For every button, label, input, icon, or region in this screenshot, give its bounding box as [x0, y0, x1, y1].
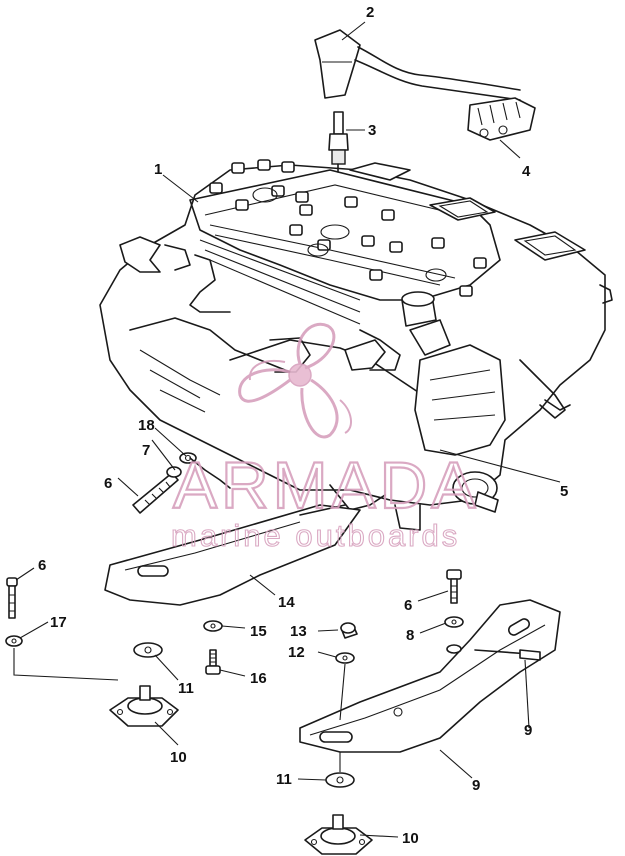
callout-4: 4: [522, 163, 531, 180]
drive-flange: [452, 471, 499, 513]
callout-6-right: 6: [404, 597, 412, 614]
engine-block: [99, 159, 613, 531]
oil-filler-cap: [401, 291, 437, 327]
callout-10-right: 10: [402, 830, 419, 847]
callout-6-left: 6: [104, 475, 112, 492]
callout-11-left: 11: [178, 680, 194, 697]
callout-14: 14: [278, 594, 295, 611]
watermark-tagline: marine outboards: [171, 518, 460, 553]
callout-16: 16: [250, 670, 267, 687]
callout-15: 15: [250, 623, 267, 640]
callout-7-left: 7: [142, 442, 150, 459]
callout-7-right: 8: [406, 627, 414, 644]
leader-lines: [15, 21, 561, 838]
right-mounting-bracket: [299, 599, 561, 753]
armada-propeller-logo: [238, 322, 352, 439]
callout-9: 9: [472, 777, 480, 794]
callout-3: 3: [368, 122, 376, 139]
head-bolts: [209, 159, 487, 297]
callout-5: 5: [560, 483, 568, 500]
spark-plug-cap-and-wire: [314, 29, 521, 101]
callout-10-left: 10: [170, 749, 187, 766]
callout-12: 12: [288, 644, 305, 661]
spark-plug: [328, 111, 349, 173]
connector-block: [467, 97, 536, 141]
callout-11-right: 11: [276, 771, 292, 788]
callout-labels: 2 3 4 1 5 18 7 6 6 17 11 10 15 16 14 13 …: [38, 4, 568, 847]
callout-18: 18: [138, 417, 155, 434]
callout-1: 1: [154, 161, 162, 178]
callout-6-far-left: 6: [38, 557, 46, 574]
left-mounting-bracket: [104, 504, 361, 606]
callout-13: 13: [290, 623, 307, 640]
armada-watermark: ARMADA marine outboards: [170, 322, 479, 554]
callout-2: 2: [366, 4, 374, 21]
callout-17: 17: [50, 614, 67, 631]
watermark-brand: ARMADA: [173, 448, 479, 522]
hardware: [5, 452, 464, 855]
callout-8: 9: [524, 722, 532, 739]
